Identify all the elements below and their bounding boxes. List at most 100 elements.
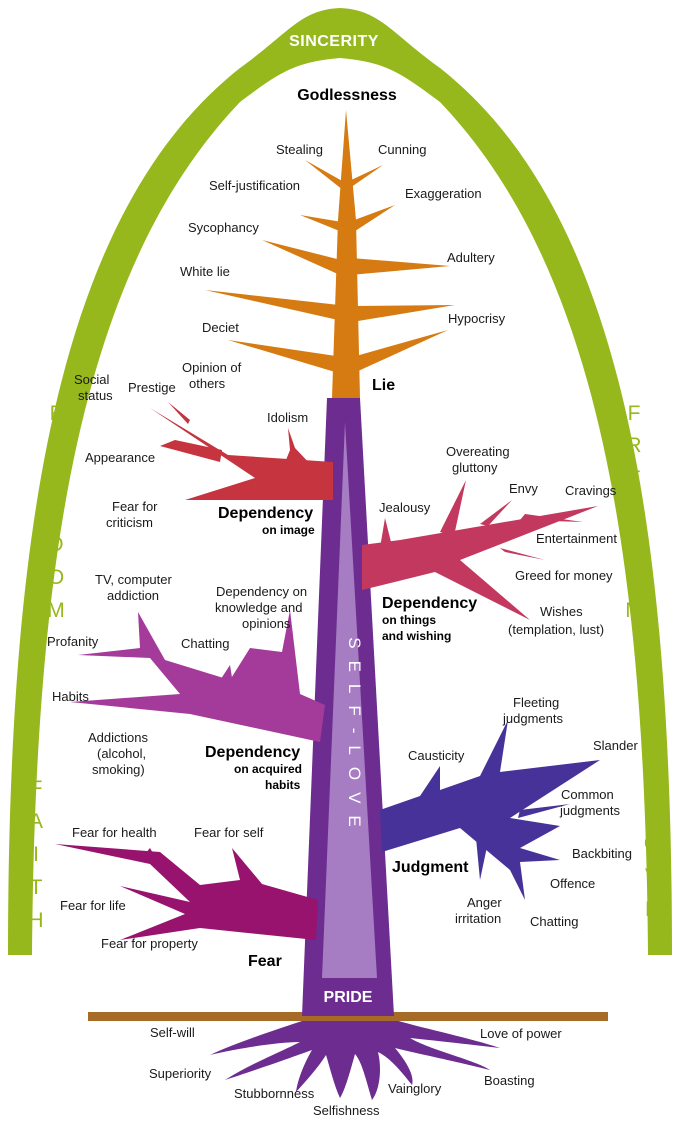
branch-fear <box>55 844 318 940</box>
side-letter: M <box>47 599 65 622</box>
image-item: status <box>78 388 113 403</box>
habits-item: (alcohol, <box>97 746 146 761</box>
image-item: others <box>189 376 226 391</box>
judgment-item: Backbiting <box>572 846 632 861</box>
ground-line <box>88 1012 608 1021</box>
judgment-item: Causticity <box>408 748 465 763</box>
things-item: Entertainment <box>536 531 617 546</box>
image-subtitle: on image <box>262 523 315 537</box>
trunk-inner-label: SELF-LOVE <box>345 637 364 839</box>
side-word-right-upper: F R E E D O M <box>625 402 643 622</box>
image-item: Appearance <box>85 450 155 465</box>
image-item: Prestige <box>128 380 176 395</box>
branch-lie <box>205 110 455 398</box>
lie-labels: Stealing Cunning Self-justification Exag… <box>180 142 506 335</box>
side-word-left-upper: F R E E D O M <box>47 402 65 622</box>
fear-labels: Fear for health Fear for self Fear for l… <box>60 825 264 951</box>
root-item: Self-will <box>150 1025 195 1040</box>
side-letter: T <box>30 876 43 899</box>
things-labels: Overeating gluttony Envy Cravings Jealou… <box>379 444 617 637</box>
branch-judgment <box>380 720 600 900</box>
root-item: Vainglory <box>388 1081 442 1096</box>
lie-title: Lie <box>372 377 395 394</box>
things-title: Dependency <box>382 595 477 612</box>
judgment-title: Judgment <box>392 859 469 876</box>
branch-things <box>362 480 598 620</box>
habits-subtitle-1: on acquired <box>234 762 302 776</box>
lie-item: Sycophancy <box>188 220 259 235</box>
root-item: Selfishness <box>313 1103 380 1118</box>
root-item: Superiority <box>149 1066 212 1081</box>
side-letter: M <box>625 599 643 622</box>
lie-item: Hypocrisy <box>448 311 506 326</box>
image-item: Social <box>74 372 110 387</box>
root-item: Love of power <box>480 1026 562 1041</box>
side-letter: E <box>627 500 641 523</box>
habits-item: smoking) <box>92 762 145 777</box>
judgment-labels: Fleeting judgments Causticity Slander Co… <box>408 695 638 929</box>
side-letter: F <box>30 777 43 800</box>
side-letter: O <box>48 566 64 589</box>
habits-item: knowledge and <box>215 600 302 615</box>
side-letter: I <box>33 843 39 866</box>
fear-item: Fear for self <box>194 825 264 840</box>
habits-item: Habits <box>52 689 89 704</box>
lie-item: Adultery <box>447 250 495 265</box>
side-letter: E <box>49 500 63 523</box>
roots <box>210 1020 500 1100</box>
lie-item: Exaggeration <box>405 186 482 201</box>
things-item: gluttony <box>452 460 498 475</box>
roots-labels: Self-will Love of power Superiority Boas… <box>149 1025 562 1118</box>
side-letter: A <box>29 810 43 833</box>
side-word-right-lower: L O V E <box>644 797 660 921</box>
things-subtitle-1: on things <box>382 613 436 627</box>
judgment-item: judgments <box>559 803 620 818</box>
habits-item: Chatting <box>181 636 229 651</box>
fear-item: Fear for health <box>72 825 157 840</box>
side-letter: D <box>48 533 63 556</box>
image-labels: Social status Prestige Opinion of others… <box>74 360 308 530</box>
judgment-item: Chatting <box>530 914 578 929</box>
habits-item: Profanity <box>47 634 99 649</box>
judgment-item: Slander <box>593 738 638 753</box>
branch-image <box>150 402 333 500</box>
root-item: Stubbornness <box>234 1086 315 1101</box>
things-item: Wishes <box>540 604 583 619</box>
judgment-item: Common <box>561 787 614 802</box>
lie-item: White lie <box>180 264 230 279</box>
lie-item: Self-justification <box>209 178 300 193</box>
image-item: Idolism <box>267 410 308 425</box>
judgment-item: Offence <box>550 876 595 891</box>
judgment-item: Fleeting <box>513 695 559 710</box>
trunk-inner <box>322 422 377 978</box>
habits-labels: TV, computer addiction Dependency on kno… <box>47 572 307 777</box>
habits-item: Addictions <box>88 730 148 745</box>
habits-title: Dependency <box>205 744 300 761</box>
things-item: (templation, lust) <box>508 622 604 637</box>
side-letter: V <box>645 865 659 888</box>
side-letter: E <box>627 467 641 490</box>
things-item: Envy <box>509 481 538 496</box>
side-letter: O <box>644 832 660 855</box>
fear-item: Fear for life <box>60 898 126 913</box>
things-item: Greed for money <box>515 568 613 583</box>
side-letter: D <box>626 533 641 556</box>
side-letter: E <box>645 898 659 921</box>
side-letter: E <box>49 467 63 490</box>
image-item: Fear for <box>112 499 158 514</box>
things-item: Cravings <box>565 483 617 498</box>
side-letter: F <box>628 402 641 425</box>
trunk-base-label: PRIDE <box>324 989 373 1006</box>
side-letter: H <box>28 909 43 932</box>
things-item: Overeating <box>446 444 510 459</box>
image-item: criticism <box>106 515 153 530</box>
image-title: Dependency <box>218 505 313 522</box>
fear-item: Fear for property <box>101 936 198 951</box>
side-letter: L <box>646 797 658 820</box>
side-letter: F <box>50 402 63 425</box>
habits-subtitle-2: habits <box>265 778 301 792</box>
things-subtitle-2: and wishing <box>382 629 451 643</box>
habits-item: opinions <box>242 616 291 631</box>
